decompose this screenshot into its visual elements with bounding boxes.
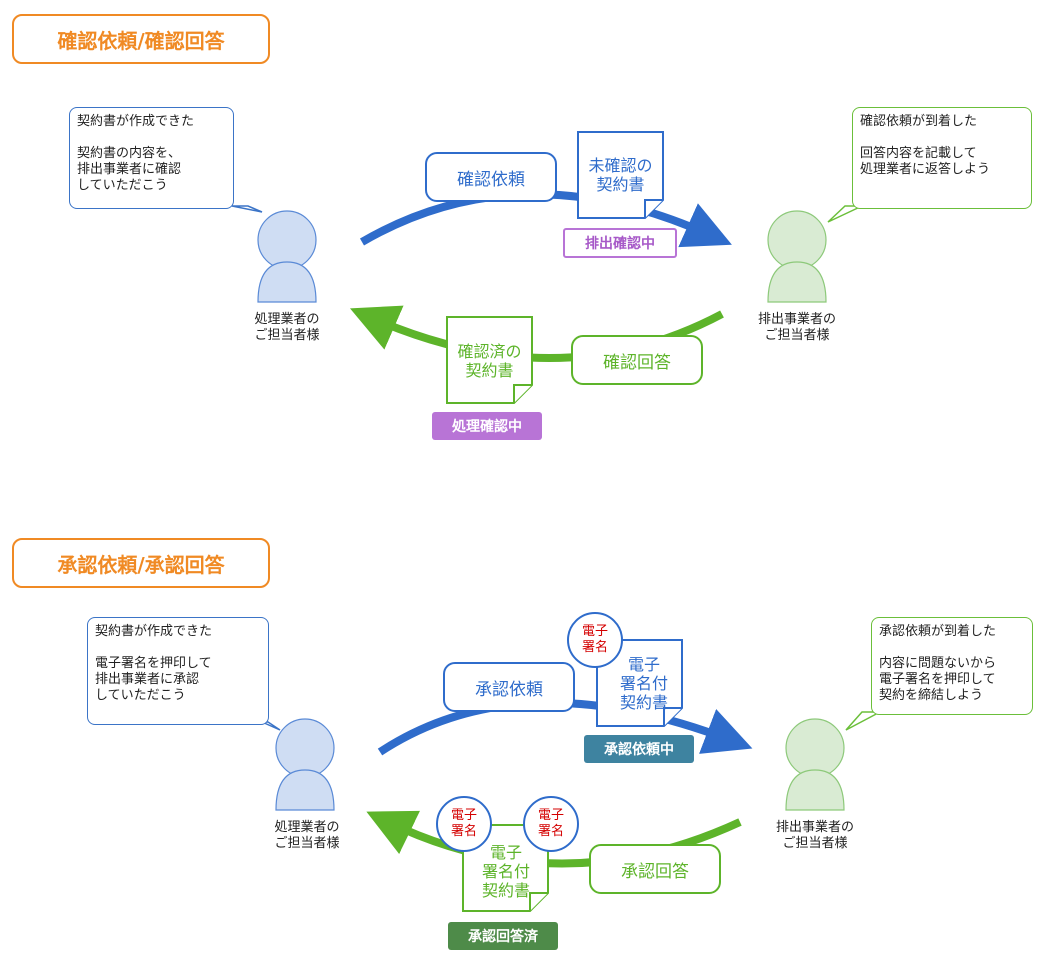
- left-person-label: 処理業者の ご担当者様: [254, 312, 320, 343]
- request-pill: 確認依頼: [425, 152, 557, 202]
- document-icon: [446, 316, 533, 404]
- digital-signature-seal: 電子 署名: [523, 796, 579, 852]
- right-speech-bubble: 確認依頼が到着した 回答内容を記載して 処理業者に返答しよう: [852, 107, 1032, 209]
- person-icon: [785, 718, 845, 811]
- reply-arrow: [349, 305, 724, 362]
- right-speech-bubble: 承認依頼が到着した 内容に問題ないから 電子署名を押印して 契約を締結しよう: [871, 617, 1033, 715]
- reply-pill: 承認回答: [589, 844, 721, 894]
- reply-document-label: 電子 署名付 契約書: [481, 842, 530, 900]
- person-icon: [767, 210, 827, 303]
- digital-signature-seal: 電子 署名: [567, 612, 623, 668]
- request-status-badge: 承認依頼中: [584, 735, 694, 763]
- section-title: 承認依頼/承認回答: [12, 538, 270, 588]
- reply-status-badge: 処理確認中: [432, 412, 542, 440]
- reply-arrow: [366, 810, 742, 868]
- request-pill: 承認依頼: [443, 662, 575, 712]
- reply-pill: 確認回答: [571, 335, 703, 385]
- person-icon: [257, 210, 317, 303]
- left-speech-bubble: 契約書が作成できた 契約書の内容を、 排出事業者に確認 していただこう: [69, 107, 234, 209]
- left-speech-bubble: 契約書が作成できた 電子署名を押印して 排出事業者に承認 していただこう: [87, 617, 269, 725]
- request-document-label: 未確認の 契約書: [588, 156, 653, 194]
- reply-status-badge: 承認回答済: [448, 922, 558, 950]
- request-document-label: 電子 署名付 契約書: [619, 654, 668, 712]
- document-icon: [577, 131, 664, 219]
- right-person-label: 排出事業者の ご担当者様: [757, 312, 836, 343]
- person-icon: [275, 718, 335, 811]
- left-person-label: 処理業者の ご担当者様: [274, 820, 340, 851]
- document-icon: [596, 639, 683, 727]
- digital-signature-seal: 電子 署名: [436, 796, 492, 852]
- section-title: 確認依頼/確認回答: [12, 14, 270, 64]
- right-person-label: 排出事業者の ご担当者様: [775, 820, 854, 851]
- reply-document-label: 確認済の 契約書: [457, 342, 522, 380]
- request-status-badge: 排出確認中: [563, 228, 677, 258]
